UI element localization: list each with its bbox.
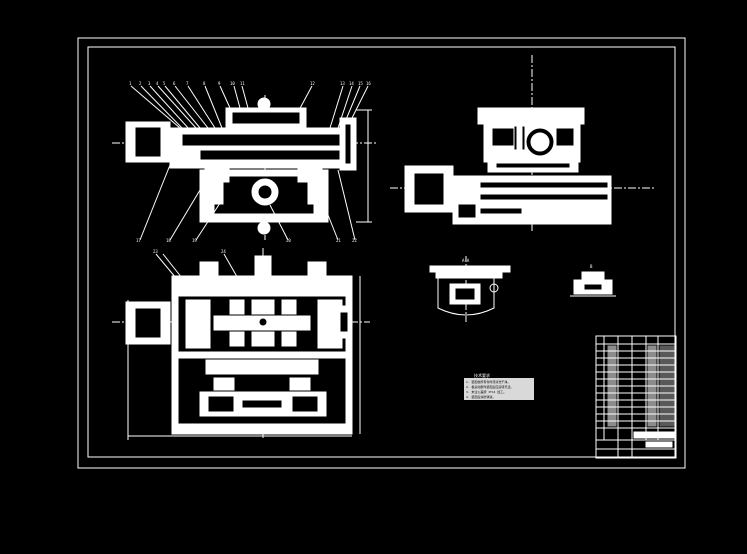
- balloon-9: 9: [218, 81, 221, 86]
- tech-note-1: 1. 装配前所有零件须清洗干净。: [466, 380, 511, 384]
- detail-view-b: [570, 271, 616, 297]
- balloon-4: 4: [156, 81, 159, 86]
- front-section-view: [112, 85, 378, 241]
- balloon-7: 7: [186, 81, 189, 86]
- title-block: [595, 335, 677, 459]
- tech-note-4: 4. 装配后涂防锈漆。: [466, 395, 496, 399]
- balloon-5: 5: [163, 81, 166, 86]
- tech-notes-block: [464, 378, 534, 400]
- balloon-3: 3: [148, 81, 151, 86]
- balloon-14: 14: [349, 81, 354, 86]
- balloon-12: 12: [310, 81, 315, 86]
- side-view: [390, 55, 655, 232]
- section-label-b: B: [590, 264, 593, 269]
- inner-frame: [87, 46, 676, 458]
- balloon-2: 2: [139, 81, 142, 86]
- balloon-6: 6: [173, 81, 176, 86]
- balloon-10: 10: [230, 81, 235, 86]
- balloon-13: 13: [340, 81, 345, 86]
- detail-view-a: [429, 256, 511, 322]
- tech-notes-title: 技术要求: [474, 373, 490, 378]
- balloon-18: 18: [166, 238, 171, 243]
- tech-note-3: 3. 未注公差按 IT14 加工。: [466, 390, 507, 394]
- balloon-1: 1: [129, 81, 132, 86]
- balloon-20: 20: [286, 238, 291, 243]
- balloon-23: 23: [153, 249, 158, 254]
- section-label-a: A-A: [462, 258, 470, 263]
- balloon-21: 21: [336, 238, 341, 243]
- top-view: [112, 248, 370, 440]
- tech-note-2: 2. 各运动部件装配后应运转灵活。: [466, 385, 514, 389]
- balloon-15: 15: [358, 81, 363, 86]
- balloon-19: 19: [192, 238, 197, 243]
- balloon-24: 24: [221, 249, 226, 254]
- balloon-17: 17: [136, 238, 141, 243]
- balloon-8: 8: [203, 81, 206, 86]
- outer-frame: [77, 37, 686, 469]
- balloon-11: 11: [240, 81, 245, 86]
- balloon-22: 22: [352, 238, 357, 243]
- balloon-16: 16: [366, 81, 371, 86]
